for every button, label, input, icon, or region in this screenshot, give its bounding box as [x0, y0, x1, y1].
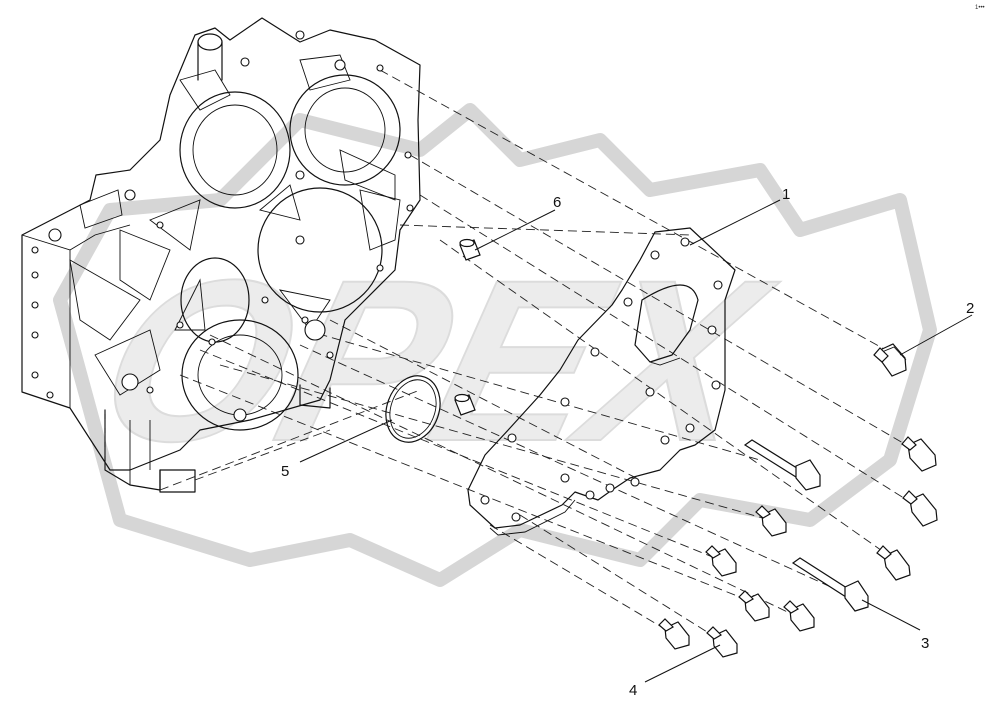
leader-lines — [299, 199, 973, 683]
alignment-lines — [179, 69, 916, 641]
bolt-short-7 — [738, 590, 770, 622]
bolt-short-5 — [755, 505, 787, 537]
dowel-pin-upper — [459, 238, 481, 261]
callout-2: 2 — [966, 300, 974, 317]
watermark-text: OPEX — [78, 233, 793, 489]
bolt-short-3 — [902, 490, 938, 527]
bolt-short-8 — [783, 600, 815, 632]
bolt-long-upper — [743, 439, 821, 491]
watermark-logo: OPEX — [53, 103, 937, 587]
bolt-long-lower — [791, 557, 869, 612]
bolt-short-4 — [876, 545, 911, 581]
timing-case-housing — [21, 17, 421, 493]
callout-1: 1 — [782, 186, 790, 203]
bolt-short-6 — [705, 545, 737, 577]
o-ring — [385, 375, 441, 443]
cover-plate — [467, 227, 736, 536]
callout-4: 4 — [629, 682, 637, 699]
corner-mark: 1••• — [975, 5, 985, 11]
callout-5: 5 — [281, 463, 289, 480]
bolt-short-9 — [658, 618, 690, 650]
bolt-short-10 — [706, 626, 738, 658]
callout-6: 6 — [553, 194, 561, 211]
callout-3: 3 — [921, 635, 929, 652]
bolt-short-1 — [873, 343, 907, 377]
dowel-pin-lower — [454, 393, 476, 416]
bolt-short-2 — [901, 436, 937, 472]
